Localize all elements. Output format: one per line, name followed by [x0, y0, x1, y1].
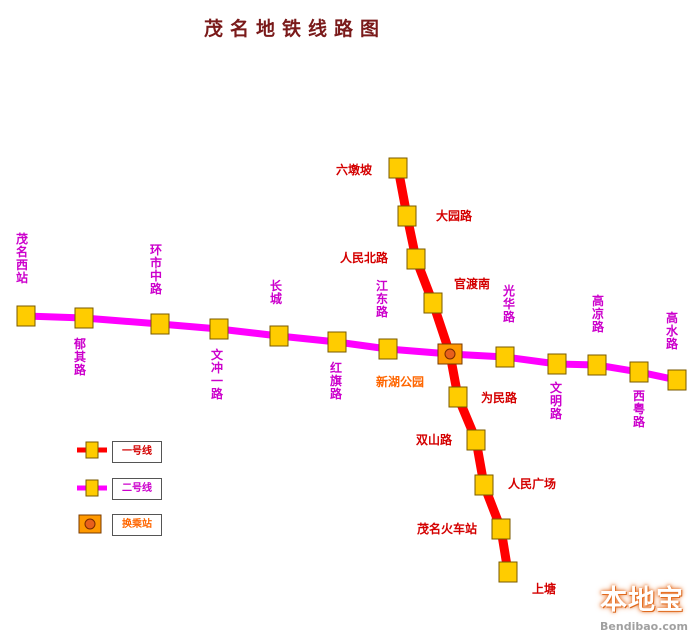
line2-station-11: [629, 361, 649, 383]
line2-station-label-1: 郁其路: [73, 336, 87, 377]
line2-station-1: [74, 307, 94, 329]
svg-text:华: 华: [503, 296, 515, 311]
line1-station-3: [423, 292, 443, 314]
line1-station-0: [388, 157, 408, 179]
svg-text:光: 光: [502, 283, 515, 298]
line2-station-4: [269, 325, 289, 347]
svg-text:郁: 郁: [73, 336, 86, 351]
line2-station-3: [209, 318, 229, 340]
line1-track: [393, 167, 513, 573]
svg-text:凉: 凉: [592, 306, 604, 321]
lines-layer: [25, 167, 678, 573]
bendibao-logo: 本地宝: [600, 585, 684, 616]
svg-text:路: 路: [503, 309, 516, 324]
line2-station-8: [495, 346, 515, 368]
legend-label-transfer: 换乘站: [112, 514, 162, 536]
line2-station-label-10: 高凉路: [592, 293, 605, 334]
legend-line1-station: [85, 441, 99, 459]
line2-station-label-4: 长城: [270, 278, 283, 306]
svg-text:路: 路: [550, 406, 563, 421]
line2-station-label-6: 江东路: [376, 278, 389, 319]
svg-text:路: 路: [633, 414, 646, 429]
line1-station-label-2: 人民北路: [340, 250, 389, 265]
line2-station-5: [327, 331, 347, 353]
svg-text:茂: 茂: [16, 231, 28, 246]
line2-station-12: [667, 369, 687, 391]
line2-station-2: [150, 313, 170, 335]
line2-station-9: [547, 353, 567, 375]
svg-text:城: 城: [270, 291, 282, 306]
svg-text:高: 高: [666, 310, 678, 325]
svg-text:名: 名: [16, 244, 28, 259]
line2-station-label-11: 西粤路: [633, 389, 646, 429]
svg-text:站: 站: [16, 270, 28, 285]
stations-layer: [16, 157, 687, 583]
line1-station-2: [406, 248, 426, 270]
svg-text:江: 江: [376, 278, 388, 293]
svg-text:文: 文: [211, 347, 224, 362]
line2-station-label-8: 光华路: [502, 283, 516, 324]
legend-label-line1: 一号线: [112, 441, 162, 463]
line2-station-6: [378, 338, 398, 360]
line1-station-label-6: 双山路: [416, 432, 453, 447]
svg-text:文: 文: [550, 380, 563, 395]
svg-text:西: 西: [16, 258, 28, 272]
svg-text:冲: 冲: [211, 360, 223, 375]
svg-text:路: 路: [150, 281, 163, 296]
svg-text:西: 西: [633, 389, 645, 403]
svg-text:旗: 旗: [330, 373, 342, 388]
legend-line2-station: [85, 479, 99, 497]
line2-track: [25, 312, 678, 384]
svg-text:路: 路: [211, 386, 224, 401]
svg-text:路: 路: [376, 304, 389, 319]
line1-station-label-5: 为民路: [481, 390, 518, 405]
transfer-dot: [444, 348, 456, 360]
svg-text:一: 一: [211, 374, 223, 388]
map-title: 茂名地铁线路图: [203, 18, 386, 40]
svg-text:中: 中: [150, 268, 162, 283]
line1-station-5: [448, 386, 468, 408]
svg-text:粤: 粤: [633, 401, 645, 416]
line2-station-label-12: 高水路: [666, 310, 679, 351]
transfer-station-label: 新湖公园: [376, 374, 424, 389]
legend-layer: [77, 441, 107, 534]
line1-station-1: [397, 205, 417, 227]
legend-label-line2: 二号线: [112, 478, 162, 500]
svg-text:其: 其: [74, 349, 86, 364]
line1-station-7: [474, 474, 494, 496]
svg-text:路: 路: [330, 386, 343, 401]
svg-text:环: 环: [150, 243, 162, 257]
line1-station-8: [491, 518, 511, 540]
line1-station-label-7: 人民广场: [508, 476, 556, 491]
line1-station-label-9: 上塘: [532, 581, 556, 596]
svg-text:东: 东: [376, 291, 388, 306]
svg-text:路: 路: [592, 319, 605, 334]
svg-text:高: 高: [592, 293, 604, 308]
line1-station-label-3: 官渡南: [454, 276, 490, 291]
svg-text:长: 长: [270, 278, 283, 293]
line2-station-10: [587, 354, 607, 376]
line2-station-label-9: 文明路: [550, 380, 563, 421]
svg-text:路: 路: [74, 362, 87, 377]
svg-text:红: 红: [330, 360, 342, 375]
labels-layer: 茂名西站郁其路环市中路文冲一路长城红旗路江东路光华路文明路高凉路西粤路高水路六墩…: [16, 162, 679, 596]
watermark-url: Bendibao.com: [600, 620, 688, 633]
svg-text:路: 路: [666, 336, 679, 351]
line1-station-label-0: 六墩坡: [336, 162, 373, 177]
legend-transfer-dot: [84, 518, 96, 530]
svg-text:市: 市: [150, 255, 162, 270]
line1-station-label-8: 茂名火车站: [417, 521, 477, 536]
svg-text:水: 水: [666, 323, 679, 338]
line2-station-label-5: 红旗路: [330, 360, 343, 401]
line1-station-9: [498, 561, 518, 583]
line1-station-6: [466, 429, 486, 451]
line1-station-label-1: 大园路: [436, 208, 473, 223]
svg-text:明: 明: [550, 394, 562, 408]
line2-station-0: [16, 305, 36, 327]
